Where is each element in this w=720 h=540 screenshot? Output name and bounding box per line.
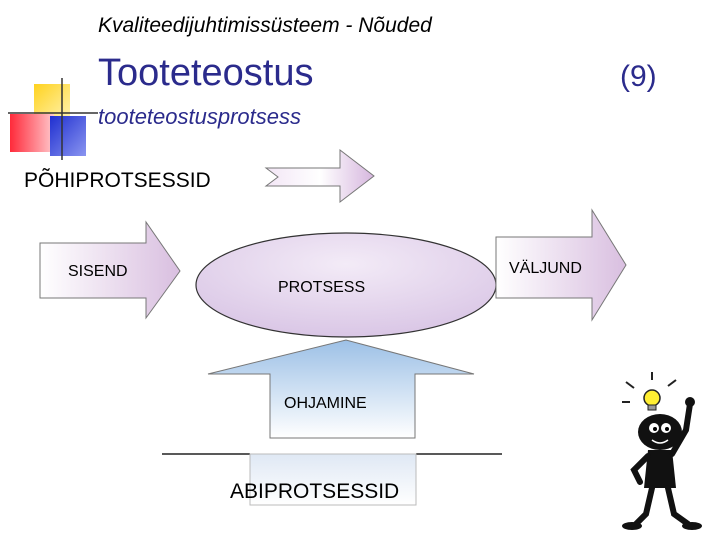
- main-processes-arrow: [264, 148, 375, 204]
- page-subtitle: tooteteostusprotsess: [98, 104, 302, 129]
- input-arrow: [39, 220, 181, 320]
- decorative-squares-icon: [8, 78, 98, 160]
- output-arrow: [495, 208, 627, 322]
- output-label: VÄLJUND: [509, 259, 582, 277]
- supertitle: Kvaliteedijuhtimissüsteem - Nõuded: [98, 14, 432, 37]
- process-label: PROTSESS: [278, 279, 365, 296]
- control-arrow: [207, 339, 475, 439]
- page-number: (9): [620, 60, 657, 93]
- control-label: OHJAMINE: [284, 395, 367, 412]
- lightbulb-idea-figure-icon: [622, 372, 702, 530]
- support-box: [249, 453, 417, 506]
- support-processes-label: ABIPROTSESSID: [230, 480, 399, 503]
- input-label: SISEND: [68, 263, 128, 280]
- page-title: Tooteteostus: [98, 52, 314, 94]
- main-processes-label: PÕHIPROTSESSID: [24, 168, 211, 192]
